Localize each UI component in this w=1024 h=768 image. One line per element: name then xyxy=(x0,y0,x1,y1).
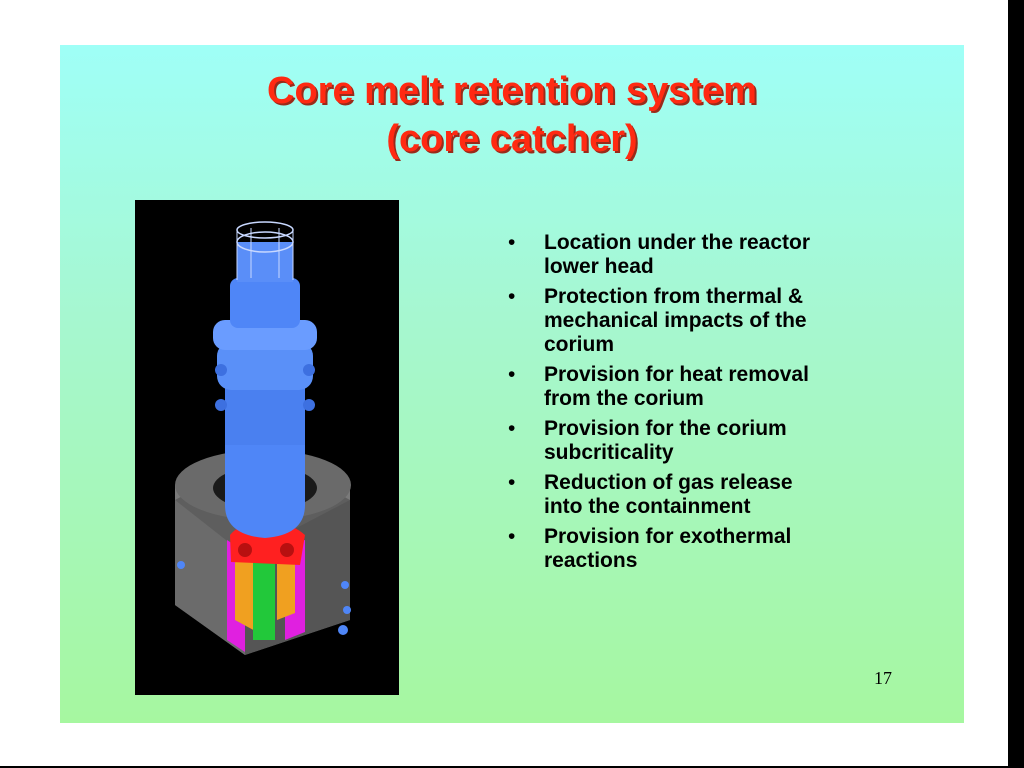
page-number: 17 xyxy=(874,668,892,688)
fitting-2 xyxy=(341,581,349,589)
slide: Core melt retention system (core catcher… xyxy=(60,45,964,723)
fitting-4 xyxy=(338,625,348,635)
list-item: • Reduction of gas release into the conta… xyxy=(500,471,920,519)
red-part-2 xyxy=(280,543,294,557)
control-drive-block xyxy=(237,242,293,282)
list-item: • Protection from thermal & mechanical im… xyxy=(500,285,920,357)
bullet-icon: • xyxy=(508,471,516,494)
vessel-body xyxy=(225,385,305,445)
bullet-icon: • xyxy=(508,525,516,548)
nozzle-2 xyxy=(303,364,315,376)
upper-unit xyxy=(230,278,300,328)
nozzle-3 xyxy=(215,399,227,411)
fitting-1 xyxy=(177,561,185,569)
core-catcher-illustration xyxy=(135,200,399,695)
slide-title-line-2: (core catcher) xyxy=(386,118,638,160)
bullet-icon: • xyxy=(508,231,516,254)
bullet-icon: • xyxy=(508,417,516,440)
slide-title-line-1: Core melt retention system xyxy=(267,70,757,112)
slide-title: Core melt retention system (core catcher… xyxy=(60,67,964,163)
fitting-3 xyxy=(343,606,351,614)
list-item: • Location under the reactor lower head xyxy=(500,231,920,279)
list-item: • Provision for the corium subcriticality xyxy=(500,417,920,465)
nozzle-1 xyxy=(215,364,227,376)
nozzle-4 xyxy=(303,399,315,411)
bullet-icon: • xyxy=(508,363,516,386)
vessel-flange xyxy=(217,342,313,390)
list-item-text: Location under the reactor lower head xyxy=(544,231,811,278)
feature-list: • Location under the reactor lower head •… xyxy=(500,231,920,579)
bullet-icon: • xyxy=(508,285,516,308)
vessel-lower-head xyxy=(225,440,305,538)
list-item-text: Provision for exothermal reactions xyxy=(544,525,792,572)
list-item-text: Provision for the corium subcriticality xyxy=(544,417,787,464)
orange-block-left xyxy=(235,545,257,632)
list-item: • Provision for heat removal from the cor… xyxy=(500,363,920,411)
red-part-1 xyxy=(238,543,252,557)
list-item: • Provision for exothermal reactions xyxy=(500,525,920,573)
list-item-text: Reduction of gas release into the contai… xyxy=(544,471,793,518)
top-rail-upper xyxy=(236,221,294,239)
list-item-text: Provision for heat removal from the cori… xyxy=(544,363,809,410)
list-item-text: Protection from thermal & mechanical imp… xyxy=(544,285,807,356)
core-catcher-drawing xyxy=(175,221,351,655)
